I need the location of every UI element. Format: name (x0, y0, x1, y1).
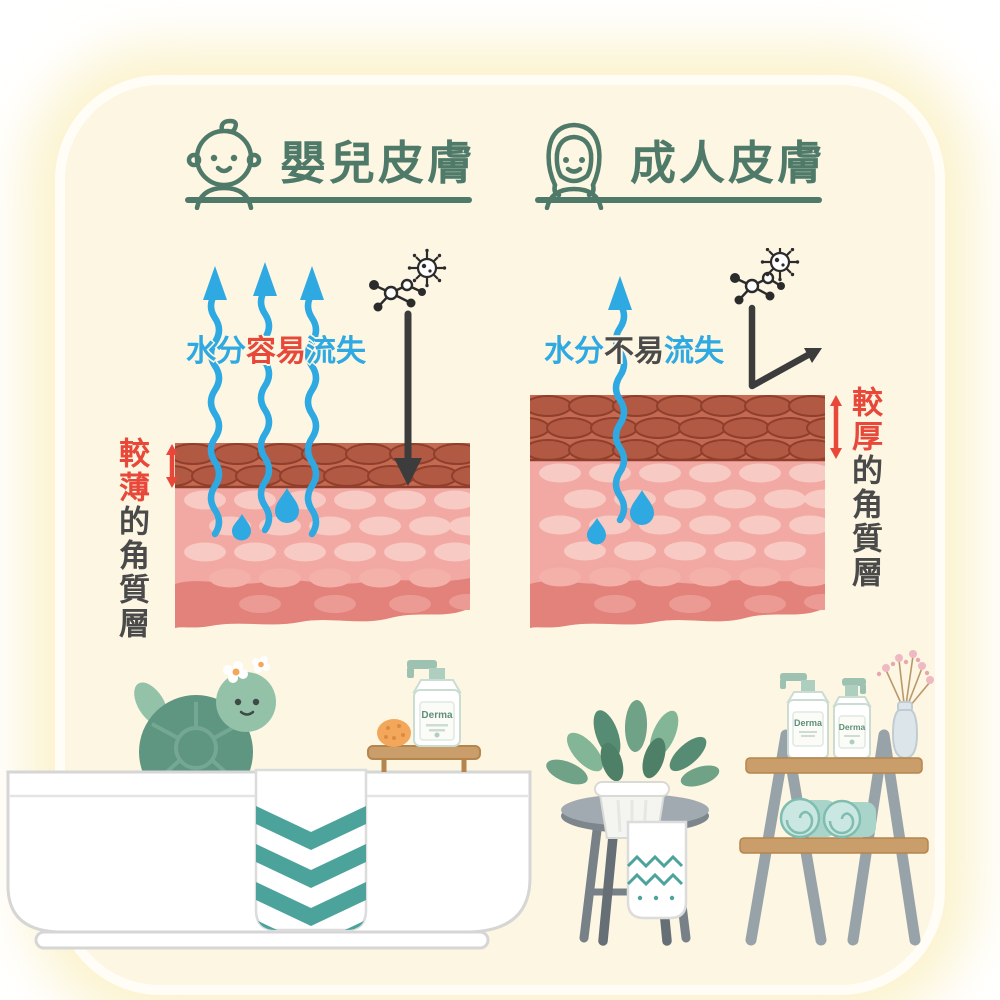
left-panel-title: 嬰兒皮膚 (280, 137, 476, 189)
cart-top-shelf (745, 757, 923, 774)
product-bottle-shelf-1: Derma (780, 673, 830, 759)
moisture-text-loss: 流失 (664, 335, 724, 368)
virus-icon (411, 252, 443, 284)
thin-layer-measure-arrow (166, 444, 178, 488)
bathroom-scene: Derma (6, 650, 934, 950)
flower-vase (876, 650, 934, 760)
layer-name-text: 的角質層 (847, 454, 882, 590)
moisture-text-water: 水分 (544, 335, 604, 368)
cart-bottom-shelf (739, 837, 929, 854)
left-layer-label: 較薄的角質層 (114, 437, 149, 641)
adult-skin-diagram (530, 248, 825, 628)
moisture-text-loss: 流失 (306, 335, 366, 368)
water-droplet-icon (587, 518, 606, 545)
germ-molecule-icon (369, 248, 447, 312)
flower-icon (223, 656, 270, 683)
potted-plant (546, 700, 720, 839)
adult-woman-icon (544, 122, 604, 210)
layer-thickness-text: 較厚 (847, 386, 882, 454)
zigzag-towel (626, 820, 688, 920)
moisture-loss-arrow (612, 300, 628, 524)
sponge (377, 719, 411, 747)
water-droplet-icon (275, 488, 299, 523)
skin-cross-section (530, 395, 825, 628)
germ-penetration-arrow (394, 310, 422, 486)
germ-molecule-icon (730, 248, 800, 305)
water-droplet-icon (630, 490, 654, 525)
right-layer-label: 較厚的角質層 (847, 386, 882, 590)
baby-skin-diagram (175, 248, 470, 628)
plant-leaves (546, 700, 720, 787)
virus-icon (764, 248, 796, 278)
skin-cross-section (175, 443, 470, 628)
product-bottle-shelf-2: Derma (832, 678, 872, 759)
cart-frame (745, 729, 921, 946)
moisture-loss-arrows (207, 286, 320, 538)
layer-thickness-text: 較薄 (114, 437, 149, 505)
layer-name-text: 的角質層 (114, 505, 149, 641)
water-droplet-icon (232, 514, 251, 541)
moisture-text-not-easily: 不易 (604, 335, 664, 368)
moisture-text-easily: 容易 (246, 335, 306, 368)
chevron-towel (254, 768, 368, 932)
right-moisture-label: 水分不易流失 (544, 337, 724, 367)
product-bottle-tray: Derma (407, 660, 462, 747)
product-brand-label: Derma (794, 718, 823, 728)
baby-face-icon (186, 118, 262, 210)
right-title-underline (535, 197, 822, 203)
left-title-underline (185, 197, 472, 203)
shelf-cart: Derma Derma (739, 650, 934, 946)
thick-layer-measure-arrow (830, 395, 842, 459)
moisture-text-water: 水分 (186, 335, 246, 368)
left-moisture-label: 水分容易流失 (186, 337, 366, 367)
product-brand-label: Derma (421, 710, 453, 721)
rolled-towels (779, 797, 876, 839)
right-panel-title: 成人皮膚 (630, 137, 826, 189)
bath-tray (367, 745, 481, 772)
product-brand-label: Derma (839, 722, 866, 732)
germ-deflection-arrow (748, 304, 822, 390)
